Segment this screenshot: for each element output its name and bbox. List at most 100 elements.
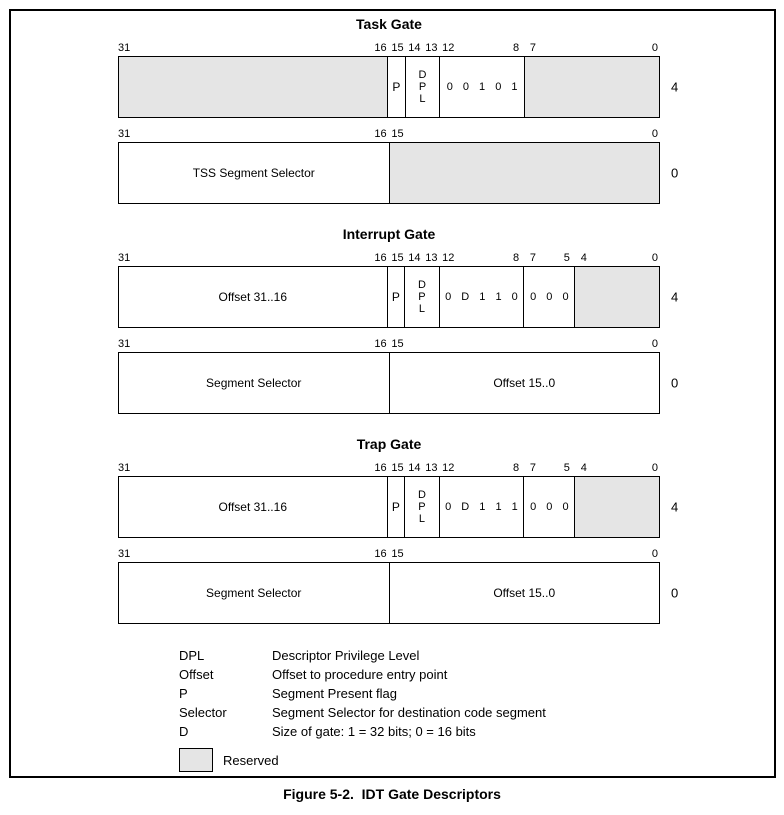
bit-label: 14 — [408, 462, 421, 474]
bit-label: 0 — [651, 462, 658, 474]
descriptor-box-wrap: Segment Selector Offset 15..0 0 — [118, 352, 678, 414]
field-type-bits: 0 0 1 0 1 — [439, 57, 524, 117]
field-offset-15-0: Offset 15..0 — [388, 563, 660, 623]
legend-description: Segment Selector for destination code se… — [272, 705, 546, 720]
bit-label: 0 — [651, 42, 658, 54]
descriptor-box-wrap: Offset 31..16 P D P L 0 D 1 1 0 0 0 0 4 — [118, 266, 678, 328]
field-label: Offset 15..0 — [493, 586, 556, 600]
field-zero-bits: 0 0 0 — [523, 267, 574, 327]
field-dpl: D P L — [404, 477, 438, 537]
bit-label: 7 — [529, 462, 537, 474]
field-p: P — [387, 57, 405, 117]
field-zero-bits: 0 0 0 — [523, 477, 574, 537]
bit-label: 16 — [374, 42, 387, 54]
bit-label: 8 — [512, 462, 520, 474]
field-label: 0 0 0 — [530, 291, 569, 303]
bit-label: 31 — [118, 252, 131, 264]
legend-term: Offset — [179, 667, 214, 682]
descriptor-box: Offset 31..16 P D P L 0 D 1 1 0 0 0 0 — [118, 266, 660, 328]
field-label: 0 0 0 — [530, 501, 569, 513]
reserved-key-label: Reserved — [223, 752, 279, 768]
field-reserved-7-0 — [524, 57, 659, 117]
reserved-key: Reserved — [179, 747, 774, 773]
legend-description: Descriptor Privilege Level — [272, 648, 420, 663]
descriptor-box: P D P L 0 0 1 0 1 — [118, 56, 660, 118]
bit-label: 15 — [391, 338, 404, 350]
legend-term: P — [179, 686, 188, 701]
field-label: P — [391, 500, 400, 514]
field-label: P — [391, 290, 400, 304]
byte-offset-label: 4 — [671, 289, 679, 305]
field-segment-selector: Segment Selector — [119, 353, 389, 413]
bit-label: 0 — [651, 548, 658, 560]
reserved-swatch-icon — [179, 748, 213, 772]
field-segment-selector: Segment Selector — [119, 563, 389, 623]
bit-label: 31 — [118, 462, 131, 474]
legend-entry: Selector Segment Selector for destination… — [179, 703, 774, 722]
bit-label: 15 — [391, 252, 404, 264]
field-offset-15-0: Offset 15..0 — [388, 353, 660, 413]
field-dpl: D P L — [404, 57, 440, 117]
field-label: D P L — [417, 489, 426, 525]
field-label: D P L — [418, 69, 427, 105]
bit-label: 12 — [442, 252, 455, 264]
field-p: P — [386, 477, 405, 537]
field-label: 0 D 1 1 1 — [445, 501, 518, 513]
bit-label: 14 — [408, 42, 421, 54]
bit-label: 4 — [580, 462, 587, 474]
field-label: 0 D 1 1 0 — [445, 291, 518, 303]
legend-description: Offset to procedure entry point — [272, 667, 448, 682]
bit-label: 16 — [374, 252, 387, 264]
descriptor-box: Segment Selector Offset 15..0 — [118, 352, 660, 414]
field-reserved-4-0 — [574, 267, 659, 327]
legend-term: Selector — [179, 705, 227, 720]
descriptor-box: TSS Segment Selector — [118, 142, 660, 204]
bit-label: 13 — [425, 42, 438, 54]
legend-term: D — [179, 724, 189, 739]
bit-label: 7 — [529, 252, 537, 264]
bit-label: 15 — [391, 42, 404, 54]
bit-label: 31 — [118, 128, 131, 140]
bit-label: 8 — [512, 42, 520, 54]
bit-label: 16 — [374, 548, 387, 560]
field-p: P — [386, 267, 405, 327]
byte-offset-label: 0 — [671, 375, 679, 391]
field-reserved-15-0 — [388, 143, 659, 203]
bit-label: 16 — [374, 128, 387, 140]
field-type-bits: 0 D 1 1 0 — [438, 267, 524, 327]
bit-label: 31 — [118, 338, 131, 350]
bit-label: 8 — [512, 252, 520, 264]
gate-title: Interrupt Gate — [342, 226, 436, 242]
bit-label: 5 — [563, 252, 570, 264]
field-label: Segment Selector — [206, 376, 302, 390]
field-offset-31-16: Offset 31..16 — [119, 267, 387, 327]
bit-label: 15 — [391, 548, 404, 560]
bit-label: 0 — [651, 252, 658, 264]
field-label: Segment Selector — [206, 586, 302, 600]
field-label: D P L — [417, 279, 426, 315]
field-label: Offset 15..0 — [493, 376, 556, 390]
bit-label: 16 — [374, 338, 387, 350]
